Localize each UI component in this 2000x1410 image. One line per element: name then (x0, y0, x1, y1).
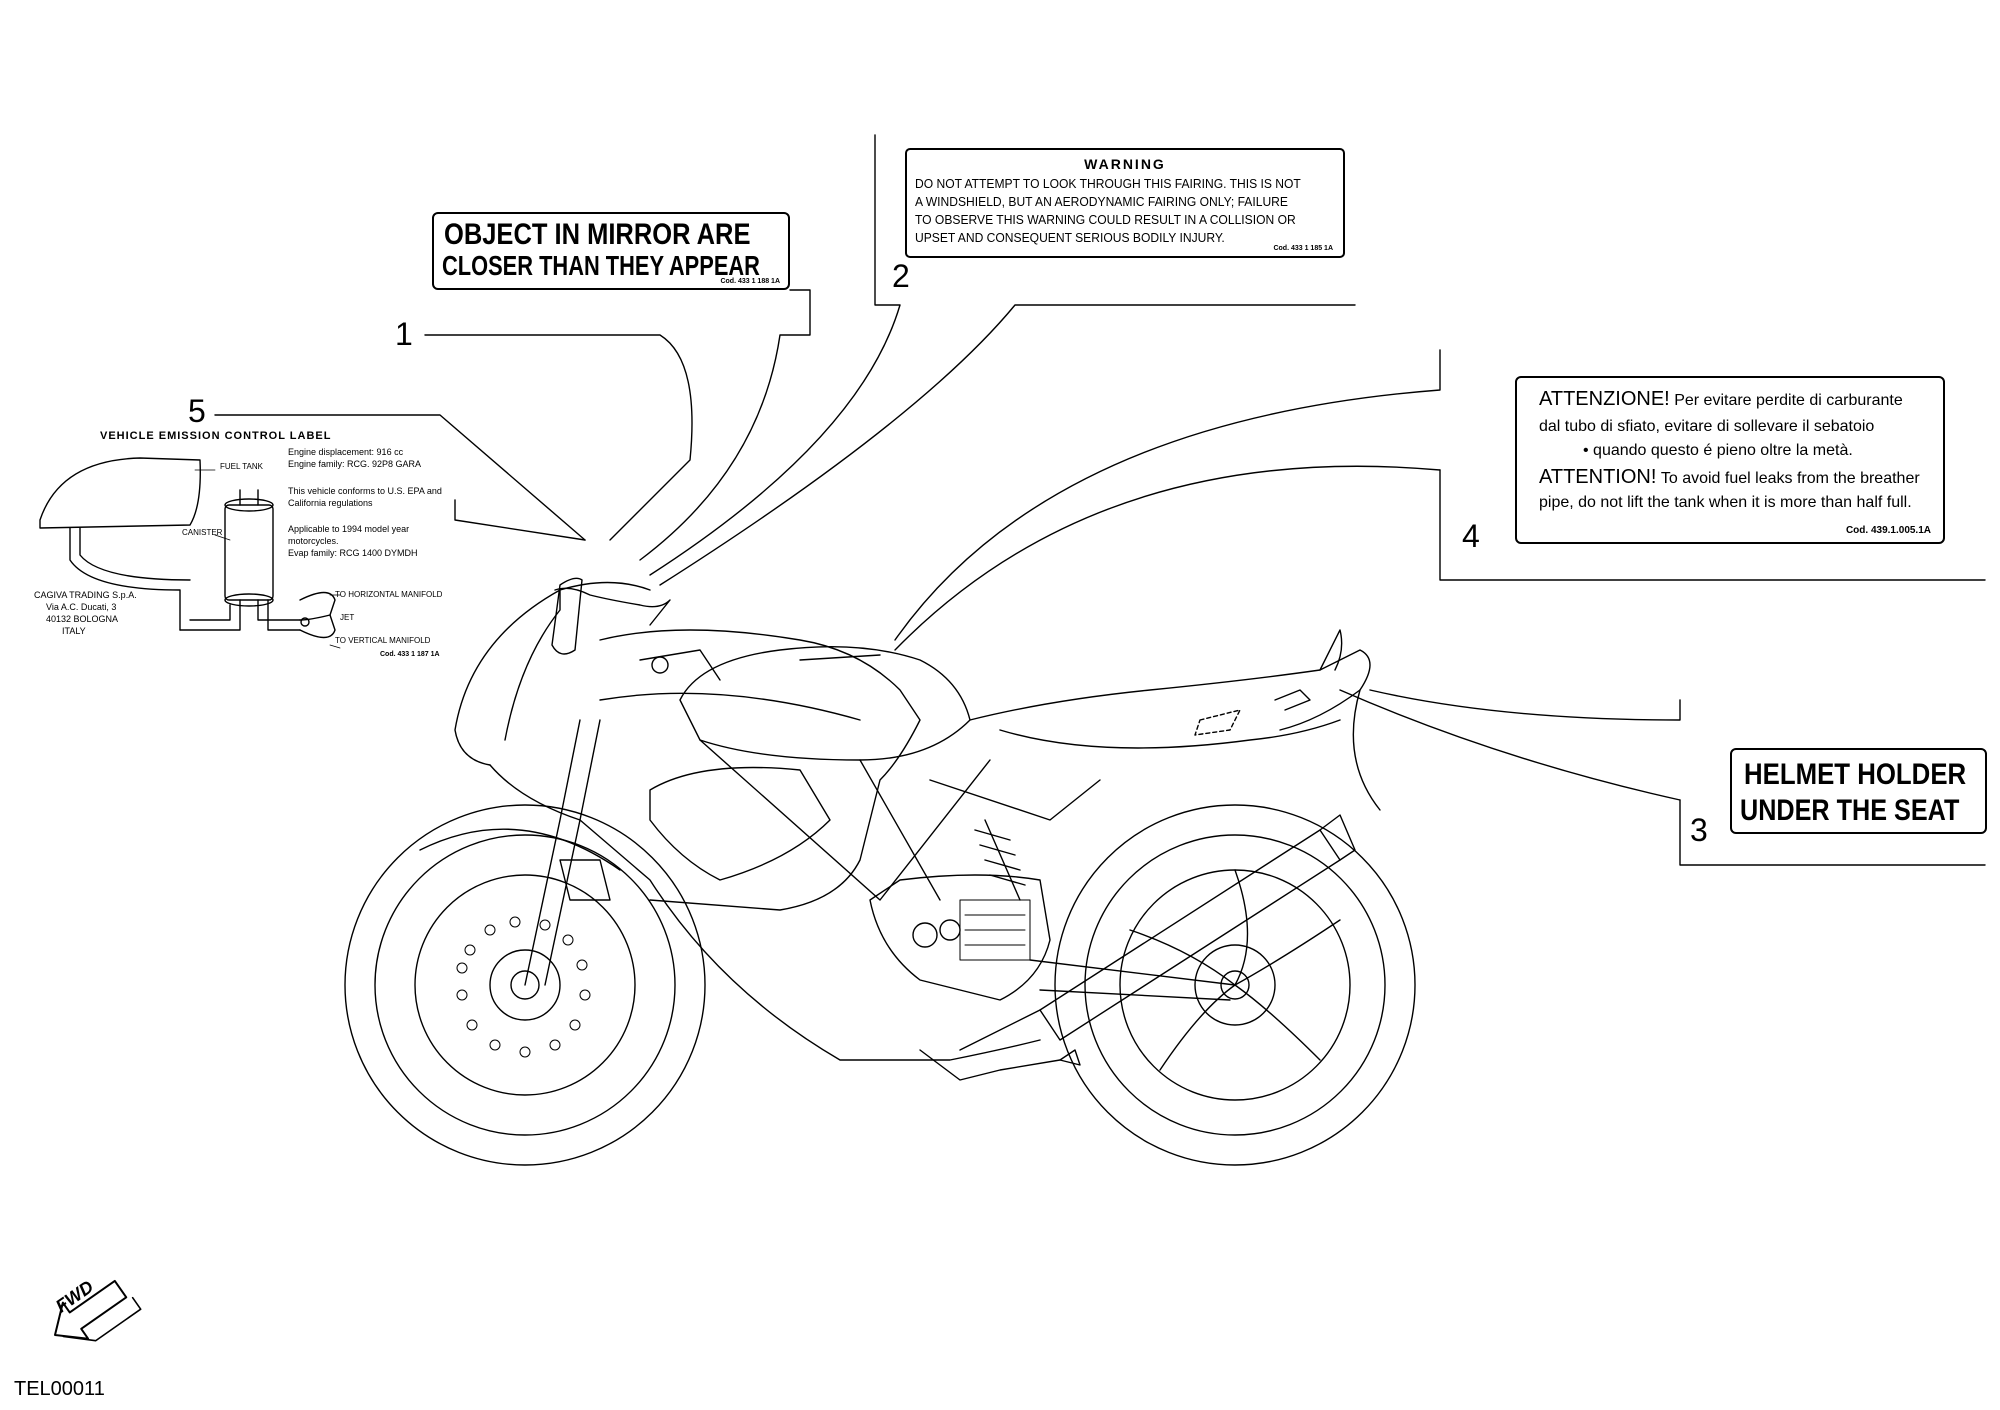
emission-horizontal: TO HORIZONTAL MANIFOLD (335, 590, 443, 599)
emission-label-code: Cod. 433 1 187 1A (380, 651, 440, 658)
emission-label-title: VEHICLE EMISSION CONTROL LABEL (100, 430, 332, 442)
fuel-en-row1: ATTENTION! To avoid fuel leaks from the … (1539, 466, 1920, 489)
callout-1: 1 (395, 316, 413, 352)
leader-lines (214, 134, 1986, 866)
emission-canister: CANISTER (182, 528, 223, 537)
emission-spec-9: Evap family: RCG 1400 DYMDH (288, 548, 418, 558)
helmet-label-line2: UNDER THE SEAT (1740, 794, 1960, 827)
emission-jet: JET (340, 613, 355, 622)
emission-vertical: TO VERTICAL MANIFOLD (335, 636, 431, 645)
emission-maker-4: ITALY (62, 626, 86, 636)
emission-spec-7: Applicable to 1994 model year (288, 524, 410, 534)
emission-spec-4: This vehicle conforms to U.S. EPA and (288, 486, 442, 496)
callout-4: 4 (1462, 518, 1480, 554)
emission-spec-1: Engine displacement: 916 cc (288, 447, 404, 457)
fuel-en-line1: To avoid fuel leaks from the breather (1660, 470, 1920, 487)
helmet-holder-label: HELMET HOLDER UNDER THE SEAT (1730, 748, 1987, 834)
helmet-label-line1: HELMET HOLDER (1744, 758, 1967, 791)
mirror-warning-label: OBJECT IN MIRROR ARE CLOSER THAN THEY AP… (432, 212, 790, 290)
mirror-label-code: Cod. 433 1 188 1A (720, 278, 780, 285)
emission-maker-3: 40132 BOLOGNA (46, 614, 119, 624)
callout-5: 5 (188, 393, 206, 429)
warning-line-1: DO NOT ATTEMPT TO LOOK THROUGH THIS FAIR… (915, 176, 1301, 191)
fuel-it-line2: dal tubo di sfiato, evitare di sollevare… (1539, 418, 1875, 435)
callout-3: 3 (1690, 812, 1708, 848)
emission-maker-1: CAGIVA TRADING S.p.A. (34, 590, 137, 600)
warning-line-4: UPSET AND CONSEQUENT SERIOUS BODILY INJU… (915, 230, 1225, 245)
emission-fuel-tank: FUEL TANK (220, 462, 263, 471)
emission-schematic (39, 457, 341, 649)
emission-spec-5: California regulations (288, 498, 373, 508)
emission-spec-8: motorcycles. (288, 536, 339, 546)
fuel-attention-label: ATTENZIONE! Per evitare perdite di carbu… (1515, 376, 1945, 544)
warning-label-code: Cod. 433 1 185 1A (1273, 245, 1333, 252)
motorcycle-drawing (344, 577, 1416, 1166)
fwd-arrow-icon (54, 1279, 142, 1342)
mirror-label-line2: CLOSER THAN THEY APPEAR (442, 250, 760, 281)
fuel-it-line1: Per evitare perdite di carburante (1674, 392, 1903, 409)
warning-line-3: TO OBSERVE THIS WARNING COULD RESULT IN … (915, 212, 1296, 227)
fuel-it-head: ATTENZIONE! (1539, 388, 1670, 410)
emission-spec-2: Engine family: RCG. 92P8 GARA (288, 459, 422, 469)
fuel-en-head: ATTENTION! (1539, 466, 1657, 488)
fairing-warning-label: WARNING DO NOT ATTEMPT TO LOOK THROUGH T… (905, 148, 1345, 258)
callout-2: 2 (892, 258, 910, 294)
fuel-it-row1: ATTENZIONE! Per evitare perdite di carbu… (1539, 388, 1903, 411)
warning-title: WARNING (1084, 156, 1166, 172)
fuel-label-code: Cod. 439.1.005.1A (1845, 525, 1931, 536)
fuel-it-line3: • quando questo é pieno oltre la metà. (1583, 442, 1853, 459)
mirror-label-line1: OBJECT IN MIRROR ARE (444, 218, 751, 251)
warning-line-2: A WINDSHIELD, BUT AN AERODYNAMIC FAIRING… (915, 194, 1288, 209)
fuel-en-line2: pipe, do not lift the tank when it is mo… (1539, 494, 1912, 511)
emission-maker-2: Via A.C. Ducati, 3 (46, 602, 117, 612)
figure-id: TEL00011 (14, 1378, 105, 1400)
